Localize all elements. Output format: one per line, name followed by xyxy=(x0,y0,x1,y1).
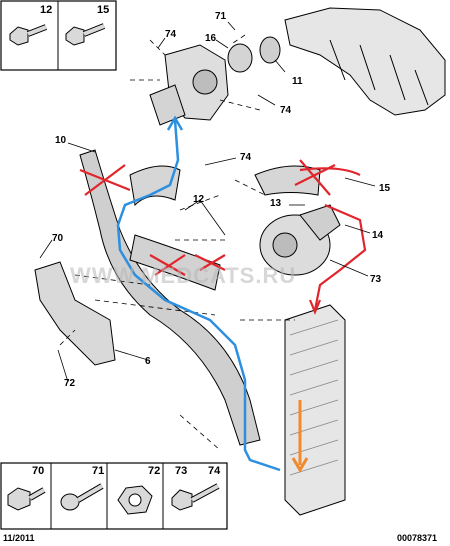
turbocharger xyxy=(259,204,341,276)
leader-lines xyxy=(39,21,376,383)
red-marks xyxy=(79,159,367,315)
callout-10: 10 xyxy=(55,135,67,146)
callout-71: 71 xyxy=(215,11,227,22)
dashed-guides xyxy=(59,34,295,451)
top-box-num-left: 12 xyxy=(40,4,52,16)
watermark: WWW.MEDCATS.RU xyxy=(70,263,296,288)
bolt-70-icon xyxy=(7,487,46,511)
nut-72-icon xyxy=(117,485,153,515)
bottom-num-70: 70 xyxy=(32,465,44,477)
throttle-body xyxy=(149,44,229,126)
top-box-num-right: 15 xyxy=(97,4,109,16)
bottom-num-71: 71 xyxy=(92,465,104,477)
bolt-15-icon xyxy=(65,23,106,46)
bottom-num-73: 73 xyxy=(175,465,187,477)
callout-72: 72 xyxy=(64,378,76,389)
coupling-16 xyxy=(227,36,281,73)
bottom-num-72: 72 xyxy=(148,465,160,477)
callouts: 71 74 16 11 74 10 74 15 12 13 14 70 73 6… xyxy=(52,11,391,389)
callout-11: 11 xyxy=(292,76,303,87)
callout-14: 14 xyxy=(372,230,384,241)
bottom-fastener-box: 70 71 72 73 74 xyxy=(0,462,228,530)
bolt-12-icon xyxy=(9,24,48,46)
callout-13: 13 xyxy=(270,198,282,209)
callout-74-mid: 74 xyxy=(280,105,292,116)
footer-date: 11/2011 xyxy=(3,533,35,543)
bottom-num-74: 74 xyxy=(208,465,221,477)
callout-16: 16 xyxy=(205,33,217,44)
bolt-73-74-icon xyxy=(171,483,220,511)
callout-12: 12 xyxy=(193,194,205,205)
callout-6: 6 xyxy=(145,356,151,367)
callout-74-top: 74 xyxy=(165,29,177,40)
screw-71-icon xyxy=(60,483,104,511)
blue-route xyxy=(116,119,281,472)
footer-ref: 00078371 xyxy=(397,533,437,543)
blue-arrowhead xyxy=(166,115,184,131)
callout-15: 15 xyxy=(379,183,391,194)
bracket-6 xyxy=(34,261,116,366)
orange-arrowhead xyxy=(291,457,309,473)
callout-74-right: 74 xyxy=(240,152,252,163)
callout-73: 73 xyxy=(370,274,382,285)
callout-70: 70 xyxy=(52,233,64,244)
top-fastener-box: 12 15 xyxy=(0,0,117,71)
intercooler xyxy=(284,304,346,516)
intake-manifold xyxy=(284,7,446,116)
